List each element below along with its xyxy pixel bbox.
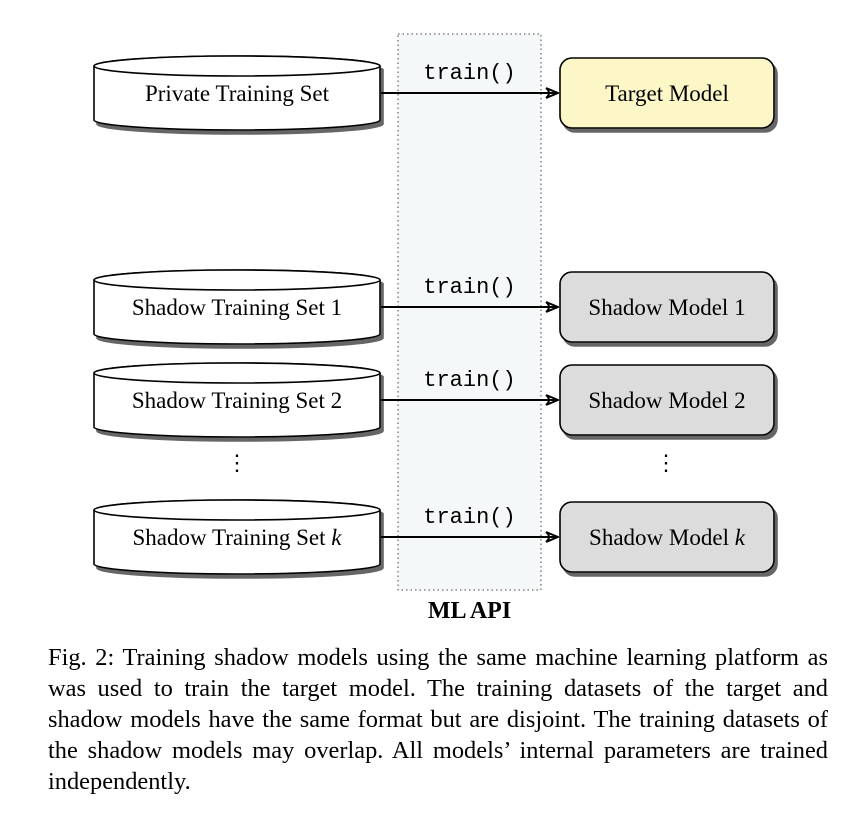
model-label: Target Model	[605, 81, 729, 106]
diagram-row: Private Training Set train() Target Model	[93, 55, 775, 131]
model-label: Shadow Model 1	[588, 295, 745, 320]
shadow-model-box	[559, 501, 775, 573]
shadow-training-diagram: ML API Private Training Set train() Target…	[93, 33, 775, 620]
train-call-label: train()	[423, 505, 515, 530]
dataset-cylinder	[93, 362, 381, 438]
ml-api-region	[397, 33, 542, 591]
train-call-label: train()	[423, 275, 515, 300]
shadow-model-box	[559, 271, 775, 343]
dataset-label: Shadow Training Set k	[133, 525, 343, 550]
shadow-model-box	[559, 364, 775, 436]
dataset-label: Shadow Training Set 2	[132, 388, 342, 413]
train-call-label: train()	[423, 368, 515, 393]
model-ellipsis: ⋮	[655, 450, 677, 475]
figure-caption: Fig. 2: Training shadow models using the…	[48, 644, 828, 795]
dataset-cylinder	[93, 269, 381, 345]
dataset-ellipsis: ⋮	[226, 450, 248, 475]
ml-api-label: ML API	[428, 598, 511, 620]
dataset-cylinder	[93, 499, 381, 575]
model-label: Shadow Model k	[589, 525, 746, 550]
model-label: Shadow Model 2	[588, 388, 745, 413]
target-model-box	[559, 57, 775, 129]
diagram-row: Shadow Training Set 2 train() Shadow Model…	[93, 362, 775, 438]
train-call-label: train()	[423, 61, 515, 86]
dataset-label: Private Training Set	[145, 81, 330, 106]
diagram-row: Shadow Training Set k train() Shadow Model…	[93, 499, 775, 575]
dataset-label: Shadow Training Set 1	[132, 295, 342, 320]
dataset-cylinder	[93, 55, 381, 131]
diagram-row: Shadow Training Set 1 train() Shadow Model…	[93, 269, 775, 345]
